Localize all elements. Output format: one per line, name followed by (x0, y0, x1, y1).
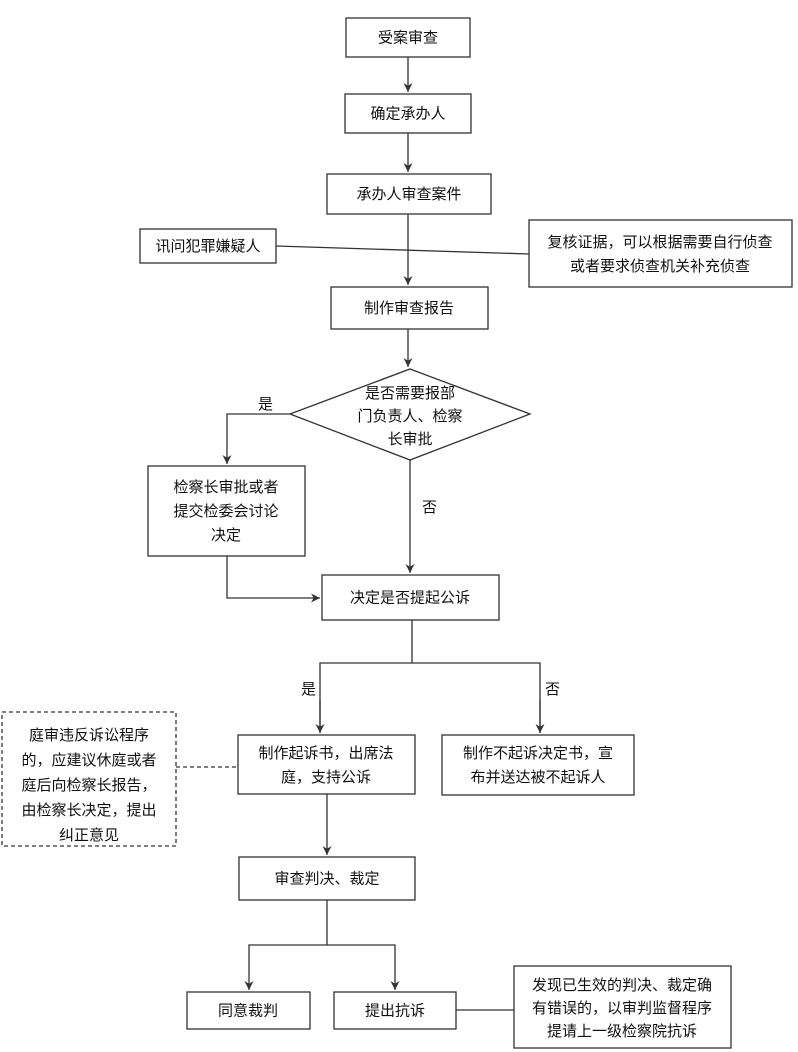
edge-decision-yes (222, 413, 290, 464)
node-court-violation: 庭审违反诉讼程序 的，应建议休庭或者 庭后向检察长报告， 由检察长决定，提出 纠… (1, 711, 177, 847)
svg-text:确定承办人: 确定承办人 (370, 105, 445, 123)
svg-text:由检察长决定，提出: 由检察长决定，提出 (21, 801, 156, 819)
svg-text:有错误的，以审判监督程序: 有错误的，以审判监督程序 (532, 999, 712, 1017)
svg-text:决定: 决定 (211, 526, 241, 544)
edge-judgment-to-protest (327, 944, 400, 990)
edge-judgment-to-agree (244, 900, 328, 990)
svg-text:制作起诉书，出席法: 制作起诉书，出席法 (258, 744, 393, 762)
svg-text:讯问犯罪嫌疑人: 讯问犯罪嫌疑人 (155, 237, 260, 255)
node-supervision: 发现已生效的判决、裁定确 有错误的，以审判监督程序 提请上一级检察院抗诉 (513, 965, 732, 1049)
node-review-judgment: 审查判决、裁定 (238, 856, 416, 901)
node-file-protest: 提出抗诉 (333, 991, 457, 1030)
svg-text:同意裁判: 同意裁判 (218, 1002, 278, 1020)
label-prosecute-yes: 是 (301, 680, 316, 698)
svg-text:制作审查报告: 制作审查报告 (364, 299, 454, 317)
svg-text:提交检委会讨论: 提交检委会讨论 (173, 502, 278, 520)
edges (176, 57, 545, 1011)
svg-text:庭后向检察长报告，: 庭后向检察长报告， (21, 776, 156, 794)
label-approval-yes: 是 (258, 395, 273, 413)
svg-text:制作不起诉决定书，宣: 制作不起诉决定书，宣 (463, 744, 613, 762)
svg-text:受案审查: 受案审查 (378, 29, 438, 47)
svg-text:长审批: 长审批 (387, 430, 432, 448)
node-indictment: 制作起诉书，出席法 庭，支持公诉 (237, 734, 416, 795)
svg-text:承办人审查案件: 承办人审查案件 (356, 185, 461, 203)
edge-interrogate-to-verify (275, 245, 530, 255)
edge-chief-to-decide (226, 556, 320, 603)
svg-text:提请上一级检察院抗诉: 提请上一级检察院抗诉 (547, 1022, 697, 1040)
svg-text:或者要求侦查机关补充侦查: 或者要求侦查机关补充侦查 (570, 257, 750, 275)
svg-text:发现已生效的判决、裁定确: 发现已生效的判决、裁定确 (532, 976, 712, 994)
node-assign-handler: 确定承办人 (344, 93, 472, 134)
svg-text:提出抗诉: 提出抗诉 (365, 1002, 425, 1020)
node-need-approval: 是否需要报部 门负责人、检察 长审批 (288, 368, 532, 461)
node-decide-prosecute: 决定是否提起公诉 (321, 574, 500, 621)
svg-text:审查判决、裁定: 审查判决、裁定 (274, 870, 379, 888)
label-prosecute-no: 否 (545, 680, 560, 698)
svg-text:复核证据，可以根据需要自行侦查: 复核证据，可以根据需要自行侦查 (547, 233, 772, 251)
svg-text:决定是否提起公诉: 决定是否提起公诉 (350, 589, 470, 607)
svg-text:纠正意见: 纠正意见 (59, 826, 119, 844)
label-approval-no: 否 (422, 498, 437, 516)
node-interrogate: 讯问犯罪嫌疑人 (139, 228, 277, 264)
node-verify-evidence: 复核证据，可以根据需要自行侦查 或者要求侦查机关补充侦查 (528, 219, 793, 288)
node-agree-judgment: 同意裁判 (186, 991, 311, 1030)
node-non-prosecution: 制作不起诉决定书，宣 布并送达被不起诉人 (441, 734, 635, 796)
svg-text:庭，支持公诉: 庭，支持公诉 (281, 768, 371, 786)
node-accept-review: 受案审查 (345, 17, 471, 58)
node-handler-review: 承办人审查案件 (326, 173, 492, 215)
svg-text:的，应建议休庭或者: 的，应建议休庭或者 (21, 751, 156, 769)
svg-text:庭审违反诉讼程序: 庭审违反诉讼程序 (29, 726, 149, 744)
edge-decide-split (319, 662, 541, 733)
node-chief-approval: 检察长审批或者 提交检委会讨论 决定 (147, 465, 306, 557)
svg-text:布并送达被不起诉人: 布并送达被不起诉人 (470, 768, 605, 786)
svg-text:门负责人、检察: 门负责人、检察 (357, 407, 462, 425)
node-make-report: 制作审查报告 (330, 286, 489, 330)
svg-text:是否需要报部: 是否需要报部 (365, 384, 455, 402)
svg-text:检察长审批或者: 检察长审批或者 (173, 478, 278, 496)
